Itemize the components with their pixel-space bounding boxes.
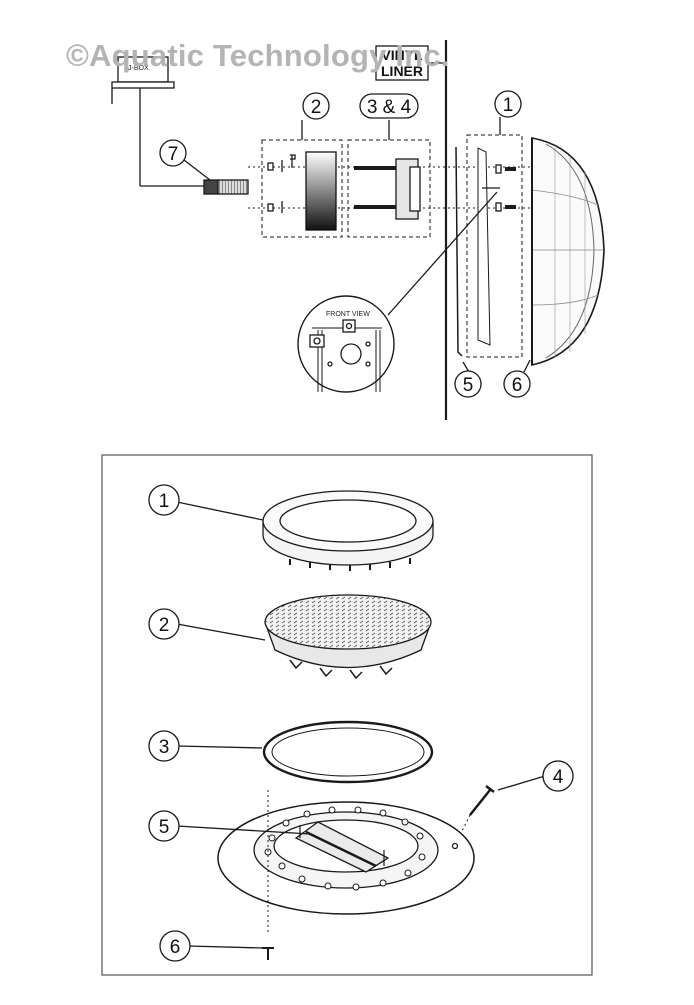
bottom-callout-3: 3 (159, 737, 170, 758)
jbox-label: J-BOX (128, 65, 149, 72)
callout-7-circle (159, 139, 187, 167)
bottom-callout-6: 6 (170, 937, 181, 958)
bottom-exploded-view (148, 484, 574, 962)
bottom-callout-1: 1 (159, 491, 170, 512)
callout-2: 2 (311, 97, 322, 118)
top-exploded-view: J-BOX (111, 40, 605, 420)
bottom-screw (262, 947, 274, 960)
light-lens (531, 137, 605, 366)
callout-6: 6 (512, 375, 523, 396)
bottom-diagram-frame (101, 454, 593, 976)
vinyl-label-line1: VINYL (381, 47, 423, 63)
jbox (111, 56, 205, 187)
niche-base (217, 801, 475, 915)
bottom-callout-4: 4 (553, 767, 564, 788)
front-view-inset (297, 295, 395, 393)
bottom-callout-2: 2 (159, 615, 170, 636)
callout-7: 7 (168, 144, 179, 165)
vinyl-label-line2: LINER (381, 63, 423, 79)
conduit-body (203, 179, 219, 195)
conduit-thread (217, 179, 249, 195)
callout-5: 5 (463, 375, 474, 396)
lens (264, 594, 432, 680)
screw (454, 785, 495, 846)
callout-3-4: 3 & 4 (367, 97, 412, 118)
gasket (262, 720, 434, 784)
callout-1: 1 (503, 95, 514, 116)
face-ring (262, 490, 434, 571)
bottom-callout-5: 5 (159, 817, 170, 838)
copyright-watermark: ©Aquatic Technology Inc. (66, 38, 450, 73)
front-view-label: FRONT VIEW (326, 311, 370, 318)
